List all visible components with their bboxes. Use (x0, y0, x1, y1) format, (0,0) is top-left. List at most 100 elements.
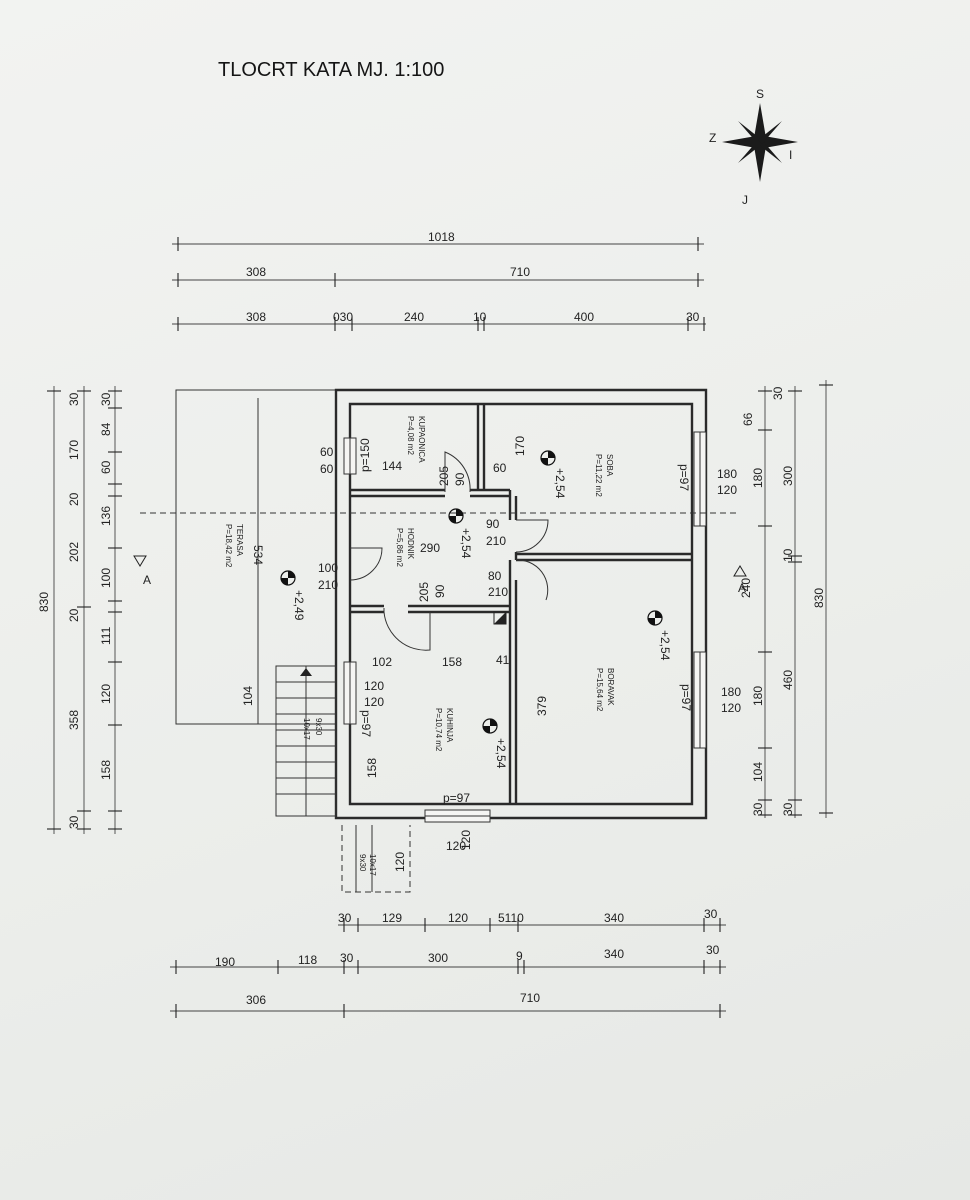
opening-1-h: 60 (320, 462, 334, 476)
dim-bot-3-b: 710 (520, 991, 540, 1005)
dim-bot-2-f: 340 (604, 947, 624, 961)
opening-8-w: 120 (364, 679, 384, 693)
dimension-lines-left (47, 386, 122, 834)
windows (343, 431, 707, 823)
dim-top-3-e: 400 (574, 310, 594, 324)
dim-p97-soba: p=97 (677, 464, 691, 491)
dim-left-mid-a: 202 (67, 542, 81, 562)
room-hodnik: HODNIK (406, 528, 415, 560)
stairs (275, 665, 337, 817)
room-soba-area: P=11,22 m2 (594, 454, 603, 497)
opening-dims: 60 60 60 170 90 205 90 210 100 210 90 20… (318, 436, 741, 853)
dim-left-mid-c: 30 (67, 392, 81, 406)
dim-left-inner-170: 170 (67, 440, 81, 460)
opening-7-w: 80 (488, 569, 502, 583)
dim-bot-2-c: 30 (340, 951, 354, 965)
interior-walls (350, 404, 692, 804)
dim-bot-2-b: 118 (298, 953, 317, 967)
level-soba: +2,54 (553, 468, 567, 499)
dim-bot-3-a: 306 (246, 993, 266, 1007)
opening-3-w: 90 (453, 472, 467, 486)
room-terasa: TERASA (235, 524, 244, 557)
dim-left-mid-f: 20 (67, 608, 81, 622)
dim-right-inner-30a: 30 (771, 386, 785, 400)
dim-bot-2-e: 9 (516, 949, 523, 963)
opening-10-h: 120 (721, 701, 741, 715)
dim-bot-2-g: 30 (706, 943, 720, 957)
dim-right-mid-30: 30 (781, 802, 795, 816)
stairs-lower-label-2: 10x17 (368, 854, 377, 876)
dim-290: 290 (420, 541, 440, 555)
room-kupaonica-area: P=4,08 m2 (406, 416, 415, 455)
dim-bot-1-a: 30 (338, 911, 352, 925)
opening-1-w: 60 (320, 445, 334, 459)
dimension-lines-right (758, 380, 833, 818)
level-hodnik: +2,54 (459, 528, 473, 559)
dim-top-3-f: 30 (686, 310, 700, 324)
dim-p97-boravak: p=97 (679, 684, 693, 711)
dim-top-3-a: 308 (246, 310, 266, 324)
opening-4-w: 90 (486, 517, 500, 531)
level-kuhinja: +2,54 (494, 738, 508, 769)
dim-right-total: 830 (812, 588, 826, 608)
room-terasa-area: P=18,42 m2 (224, 524, 233, 568)
dim-left-inner-136: 136 (99, 506, 113, 526)
dim-right-inner-104: 104 (751, 762, 765, 782)
opening-6-h: 205 (417, 582, 431, 602)
dim-left-mid-b: 358 (67, 710, 81, 730)
dim-right-mid-460: 460 (781, 670, 795, 690)
dim-left-inner-30: 30 (99, 392, 113, 406)
compass-east: I (789, 148, 792, 162)
opening-7-h: 210 (488, 585, 508, 599)
dim-left-inner-120: 120 (99, 684, 113, 704)
room-kuhinja: KUHINJA (445, 708, 454, 743)
opening-10-w: 180 (721, 685, 741, 699)
opening-2-h: 170 (513, 436, 527, 456)
opening-4-h: 210 (486, 534, 506, 548)
stairs-lower-label: 9x30 (358, 854, 367, 872)
opening-2-w: 60 (493, 461, 507, 475)
dim-right-inner-180a: 180 (751, 468, 765, 488)
dim-top-total: 1018 (428, 230, 455, 244)
room-hodnik-area: P=5,86 m2 (395, 528, 404, 567)
dim-p97-bottom: p=97 (443, 791, 470, 805)
room-labels: KUPAONICA P=4,08 m2 SOBA P=11,22 m2 HODN… (224, 416, 615, 752)
dim-158b: 158 (365, 758, 379, 778)
dim-bot-1-f: 30 (704, 907, 718, 921)
opening-9-h: 120 (717, 483, 737, 497)
opening-11-h: 120 (446, 839, 466, 853)
dim-right-inner-180b: 180 (751, 686, 765, 706)
dim-top-3-d: 10 (473, 310, 487, 324)
dimension-lines-bottom (170, 918, 726, 1018)
dim-right-mid-10: 10 (781, 548, 795, 562)
dim-top-3-c: 240 (404, 310, 424, 324)
dim-379: 379 (535, 696, 549, 716)
dim-top-terrace: 308 (246, 265, 266, 279)
dim-41: 41 (496, 653, 510, 667)
room-boravak-area: P=15,64 m2 (595, 668, 604, 712)
dim-102: 102 (372, 655, 392, 669)
opening-11-w: 120 (459, 830, 473, 850)
dim-lower-120: 120 (393, 852, 407, 872)
doors (349, 451, 549, 651)
dim-left-inner-111: 111 (99, 626, 113, 645)
stairs-label: 9x30 (314, 718, 323, 736)
room-soba: SOBA (605, 454, 614, 477)
stairs-label-2: 10x17 (302, 718, 311, 740)
opening-6-w: 90 (433, 584, 447, 598)
opening-5-h: 210 (318, 578, 338, 592)
compass-icon: S J Z I (709, 87, 798, 207)
dim-left-inner-100: 100 (99, 568, 113, 588)
room-kupaonica: KUPAONICA (417, 416, 426, 463)
compass-west: Z (709, 131, 716, 145)
dim-bot-1-c: 120 (448, 911, 468, 925)
opening-8-h: 120 (364, 695, 384, 709)
dim-p150: p=150 (358, 438, 372, 472)
dim-104: 104 (241, 686, 255, 706)
opening-9-w: 180 (717, 467, 737, 481)
dim-top-house: 710 (510, 265, 530, 279)
dim-left-total: 830 (37, 592, 51, 612)
level-boravak: +2,54 (658, 630, 672, 661)
